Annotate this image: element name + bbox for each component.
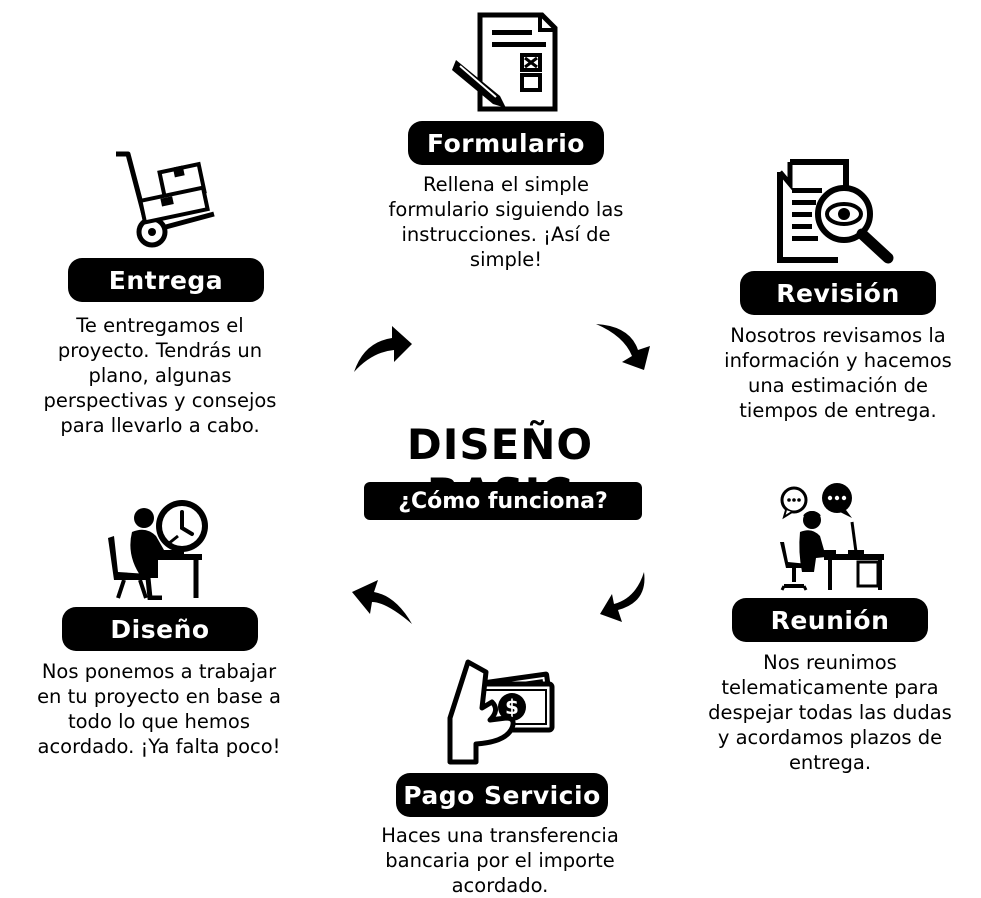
meeting-icon xyxy=(780,483,884,591)
svg-text:$: $ xyxy=(505,695,519,719)
payment-hand-icon: $ xyxy=(447,659,555,765)
step-title-pill: Diseño xyxy=(62,607,258,651)
step-title-pill: Formulario xyxy=(408,121,604,165)
hand-truck-icon xyxy=(116,151,215,248)
form-icon xyxy=(452,12,558,112)
step-description: Nos ponemos a trabajar en tu proyecto en… xyxy=(37,660,281,758)
diagram-subtitle: ¿Cómo funciona? xyxy=(364,482,642,520)
step-description: Te entregamos el proyecto. Tendrás un pl… xyxy=(43,314,277,437)
arrow-formulario-to-revision xyxy=(596,324,650,370)
arrow-entrega-to-formulario xyxy=(354,326,412,372)
arrow-reunion-to-pago xyxy=(600,572,645,622)
step-title-pill: Pago Servicio xyxy=(396,773,608,817)
step-description: Haces una transferencia bancaria por el … xyxy=(381,824,619,897)
document-magnifier-icon xyxy=(777,159,894,264)
step-description: Nos reunimos telematicamente para despej… xyxy=(708,651,952,774)
arrow-pago-to-diseno xyxy=(352,580,412,624)
designer-at-desk-icon xyxy=(108,500,208,600)
step-title-pill: Revisión xyxy=(740,271,936,315)
step-title-pill: Reunión xyxy=(732,598,928,642)
step-description: Rellena el simple formulario siguiendo l… xyxy=(388,173,624,271)
step-title-pill: Entrega xyxy=(68,258,264,302)
step-description: Nosotros revisamos la información y hace… xyxy=(724,324,952,422)
